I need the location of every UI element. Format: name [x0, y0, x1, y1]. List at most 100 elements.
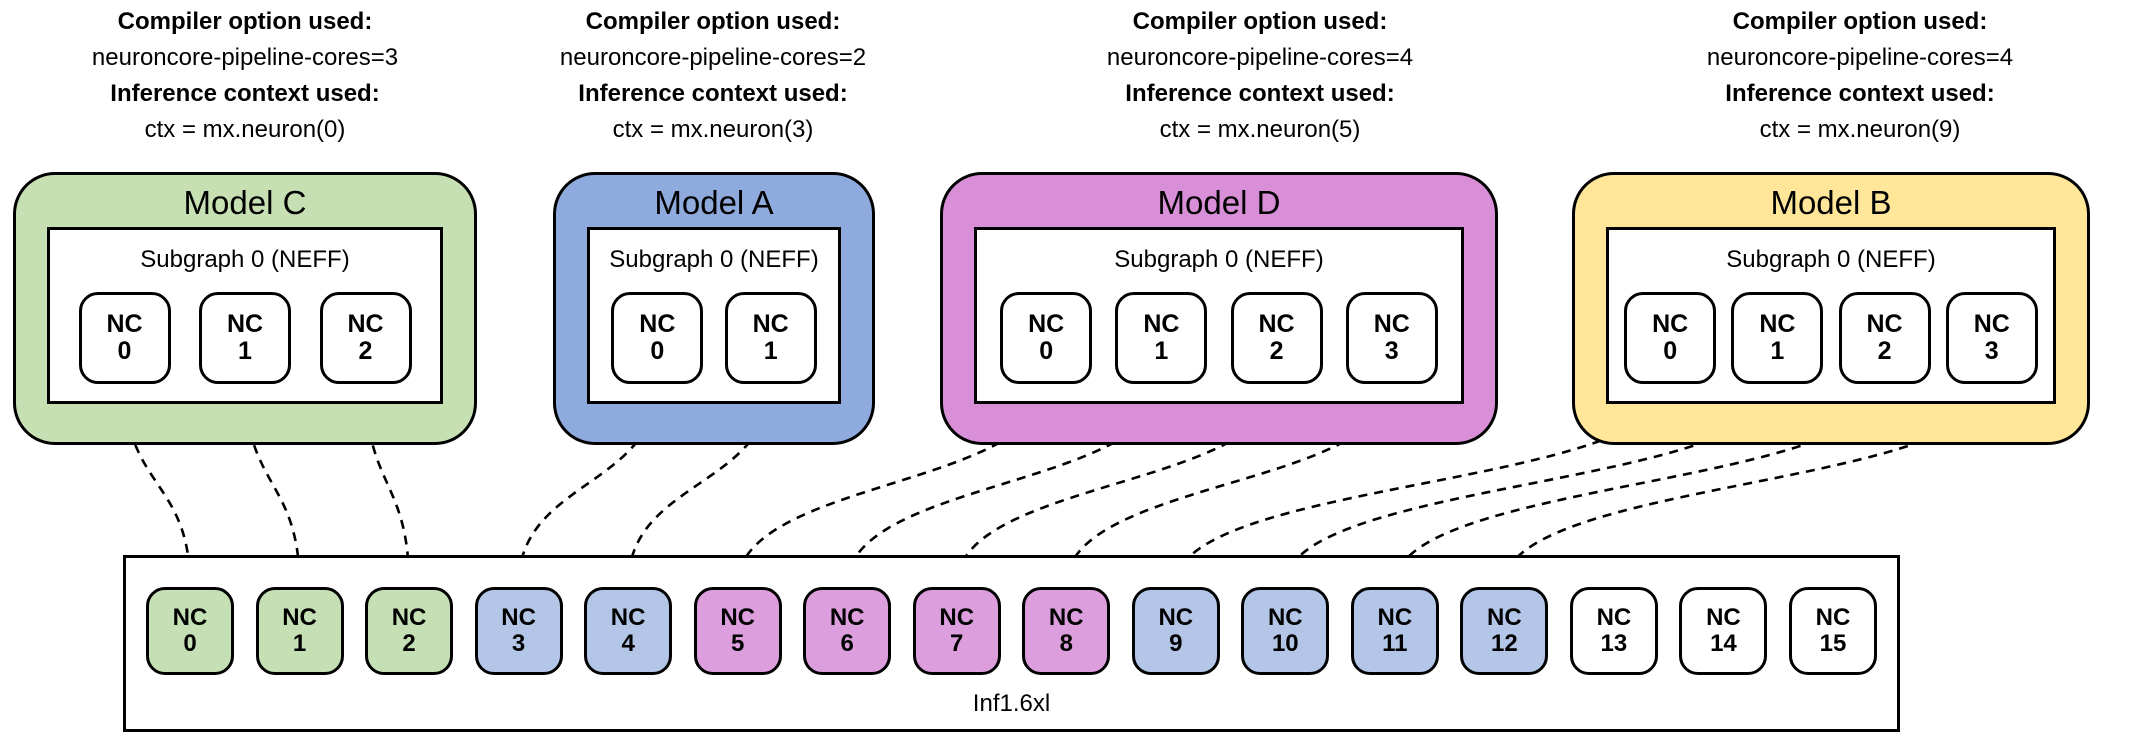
model-c-core-2: NC 2	[319, 292, 412, 384]
chip-prefix: NC	[939, 604, 975, 631]
device-core-12: NC 12	[1460, 587, 1549, 675]
model-d-core-3: NC 3	[1345, 292, 1438, 384]
model-b-core-0: NC 0	[1624, 292, 1717, 384]
device-core-2: NC 2	[365, 587, 454, 675]
device-core-4: NC 4	[584, 587, 673, 675]
chip-number: 7	[950, 630, 964, 657]
device-core-5: NC 5	[693, 587, 782, 675]
device-core-13: NC 13	[1569, 587, 1658, 675]
inference-context-label: Inference context used:	[1725, 80, 1995, 107]
chip-number: 1	[292, 630, 307, 657]
compiler-option-value: neuroncore-pipeline-cores=4	[1106, 44, 1414, 71]
chip-prefix: NC	[639, 310, 676, 338]
chip-number: 0	[117, 337, 132, 365]
model-c-core-1: NC 1	[199, 292, 291, 384]
device-core-row: NC 0 NC 1 NC 2 NC 3 NC 4 NC 5 NC 6 NC 7 …	[126, 558, 1897, 675]
chip-prefix: NC	[720, 604, 755, 631]
chip-number: 8	[1059, 630, 1073, 657]
compiler-note-model-b: Compiler option used: neuroncore-pipelin…	[1660, 4, 2060, 148]
subgraph-label: Subgraph 0 (NEFF)	[609, 246, 819, 273]
inference-context-value: ctx = mx.neuron(3)	[612, 116, 814, 143]
chip-number: 1	[1154, 337, 1169, 365]
chip-prefix: NC	[752, 310, 789, 338]
chip-number: 11	[1382, 630, 1408, 657]
chip-number: 4	[621, 630, 635, 657]
chip-prefix: NC	[1487, 604, 1522, 631]
inference-context-label: Inference context used:	[110, 80, 380, 107]
model-d-core-2: NC 2	[1230, 292, 1323, 384]
chip-prefix: NC	[1048, 604, 1084, 631]
model-b-box: Model B Subgraph 0 (NEFF) NC 0 NC 1 NC 2…	[1572, 172, 2090, 445]
subgraph-box: Subgraph 0 (NEFF) NC 0 NC 1 NC 2 NC 3	[1606, 227, 2056, 404]
model-title: Model A	[654, 184, 774, 221]
chip-number: 2	[1877, 337, 1892, 365]
chip-number: 10	[1271, 630, 1299, 657]
model-b-core-2: NC 2	[1838, 292, 1931, 384]
chip-number: 1	[1770, 337, 1785, 365]
chip-prefix: NC	[226, 310, 264, 338]
chip-prefix: NC	[829, 604, 865, 631]
device-core-9: NC 9	[1131, 587, 1220, 675]
compiler-note-model-a: Compiler option used: neuroncore-pipelin…	[513, 4, 913, 148]
chip-number: 15	[1819, 630, 1847, 657]
chip-prefix: NC	[1267, 604, 1303, 631]
device-core-15: NC 15	[1788, 587, 1877, 675]
device-core-7: NC 7	[912, 587, 1001, 675]
chip-number: 0	[650, 337, 665, 365]
chip-prefix: NC	[1373, 310, 1410, 338]
compiler-option-value: neuroncore-pipeline-cores=3	[91, 44, 399, 71]
model-d-box: Model D Subgraph 0 (NEFF) NC 0 NC 1 NC 2…	[940, 172, 1498, 445]
model-a-core-1: NC 1	[724, 292, 817, 384]
chip-prefix: NC	[106, 310, 143, 338]
chip-number: 3	[1984, 337, 1999, 365]
inference-context-value: ctx = mx.neuron(5)	[1159, 116, 1361, 143]
chip-number: 14	[1710, 630, 1737, 657]
chip-prefix: NC	[1866, 310, 1903, 338]
model-core-row: NC 0 NC 1 NC 2	[50, 292, 440, 384]
model-a-box: Model A Subgraph 0 (NEFF) NC 0 NC 1	[553, 172, 875, 445]
device-core-1: NC 1	[255, 587, 344, 675]
subgraph-label: Subgraph 0 (NEFF)	[1726, 246, 1936, 273]
chip-number: 6	[840, 630, 854, 657]
chip-prefix: NC	[172, 604, 208, 631]
chip-prefix: NC	[1759, 310, 1796, 338]
chip-number: 0	[1039, 337, 1054, 365]
instance-label: Inf1.6xl	[972, 690, 1051, 717]
chip-number: 3	[511, 630, 526, 657]
model-c-core-0: NC 0	[78, 292, 171, 384]
compiler-option-label: Compiler option used:	[1132, 8, 1388, 35]
chip-prefix: NC	[1028, 310, 1065, 338]
chip-prefix: NC	[501, 604, 536, 631]
subgraph-box: Subgraph 0 (NEFF) NC 0 NC 1 NC 2 NC 3	[974, 227, 1464, 404]
chip-prefix: NC	[391, 604, 427, 631]
subgraph-label: Subgraph 0 (NEFF)	[140, 246, 350, 273]
model-a-core-0: NC 0	[611, 292, 704, 384]
model-b-core-3: NC 3	[1945, 292, 2038, 384]
subgraph-box: Subgraph 0 (NEFF) NC 0 NC 1 NC 2	[47, 227, 443, 404]
device-core-10: NC 10	[1241, 587, 1330, 675]
compiler-option-value: neuroncore-pipeline-cores=4	[1706, 44, 2014, 71]
device-core-8: NC 8	[1022, 587, 1111, 675]
chip-prefix: NC	[1377, 604, 1413, 631]
chip-number: 2	[1269, 337, 1284, 365]
chip-number: 5	[730, 630, 745, 657]
model-title: Model B	[1770, 184, 1892, 221]
chip-number: 12	[1491, 630, 1518, 657]
chip-prefix: NC	[1652, 310, 1689, 338]
chip-prefix: NC	[1158, 604, 1194, 631]
chip-number: 0	[183, 630, 197, 657]
chip-number: 0	[1663, 337, 1678, 365]
chip-prefix: NC	[1143, 310, 1180, 338]
chip-number: 3	[1384, 337, 1399, 365]
device-core-14: NC 14	[1679, 587, 1768, 675]
chip-prefix: NC	[1815, 604, 1851, 631]
model-core-row: NC 0 NC 1 NC 2 NC 3	[977, 292, 1461, 384]
inference-context-value: ctx = mx.neuron(0)	[144, 116, 346, 143]
inf1-6xl-box: NC 0 NC 1 NC 2 NC 3 NC 4 NC 5 NC 6 NC 7 …	[123, 555, 1900, 732]
model-d-core-0: NC 0	[1000, 292, 1093, 384]
chip-prefix: NC	[610, 604, 646, 631]
model-d-core-1: NC 1	[1115, 292, 1208, 384]
device-core-0: NC 0	[146, 587, 234, 675]
compiler-option-value: neuroncore-pipeline-cores=2	[559, 44, 867, 71]
chip-number: 9	[1169, 630, 1183, 657]
